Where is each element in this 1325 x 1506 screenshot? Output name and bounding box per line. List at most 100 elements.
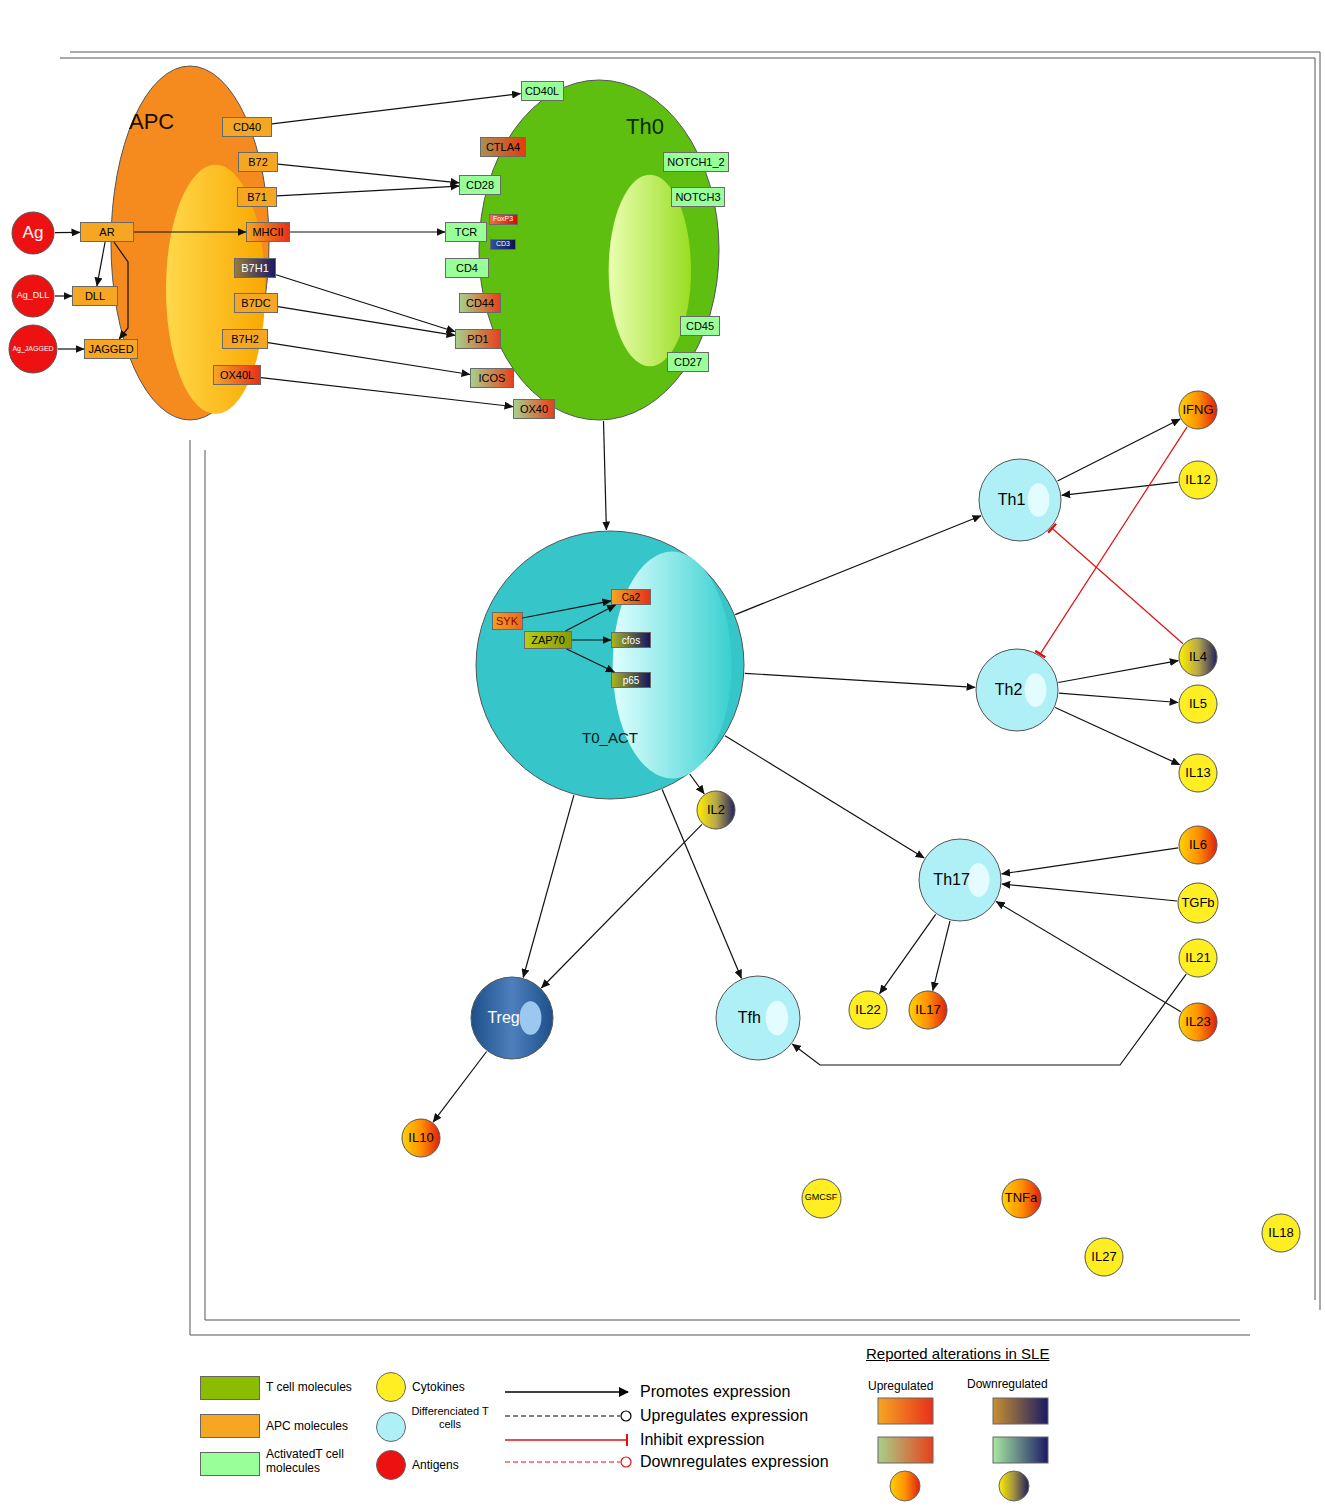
apc-cell: APCCD40B72B71MHCIIB7H1B7DCB7H2OX40L	[110, 65, 270, 421]
node-label: IL12	[1185, 473, 1210, 487]
apc-molecule: B7DC	[234, 293, 278, 313]
promote-connector	[1058, 661, 1178, 683]
outline-shape	[1179, 685, 1217, 723]
legend-line-samples	[505, 1392, 631, 1467]
t-cell-molecule: NOTCH1_2	[663, 152, 729, 172]
node-label: GMCSF	[805, 1193, 838, 1203]
promote-connector	[735, 516, 981, 615]
node-label: Ag_DLL	[17, 291, 50, 301]
node-label: T0_ACT	[582, 730, 638, 747]
t-cell-molecule: CD45	[680, 316, 720, 336]
node-label: CTLA4	[486, 141, 520, 153]
legend-swatch	[200, 1376, 260, 1400]
cytokine-circle: IL4	[1178, 637, 1218, 677]
nucleus	[968, 863, 990, 897]
node-label: Th0	[626, 115, 664, 139]
promote-connector	[933, 921, 950, 991]
promote-connector	[880, 914, 936, 993]
legend-text: Downregulates expression	[640, 1453, 829, 1471]
node-label: DLL	[85, 290, 105, 302]
node-label: IL10	[408, 1131, 433, 1145]
legend-swatch	[376, 1412, 406, 1442]
apc-molecule: CD40	[222, 117, 272, 137]
signaling-molecule: cfos	[611, 632, 651, 648]
sle-swatches	[878, 1398, 1048, 1501]
outline-shape	[1179, 939, 1217, 977]
apc-molecule: B72	[238, 152, 278, 172]
promote-connector	[290, 231, 445, 232]
node-label: MHCII	[252, 226, 283, 238]
legend-text: Antigens	[412, 1459, 459, 1473]
t-cell-molecule: CD27	[667, 352, 709, 372]
node-label: FoxP3	[493, 215, 513, 223]
node-label: SYK	[496, 615, 518, 627]
node-label: Th1	[998, 491, 1026, 509]
outline-shape	[402, 1119, 440, 1157]
promote-connector	[55, 232, 80, 234]
cytokine-circle: IL12	[1178, 460, 1218, 500]
promote-connector	[1002, 848, 1179, 874]
t-cell-circle: Th1	[978, 458, 1062, 542]
outline-shape	[1179, 826, 1217, 864]
cytokine-circle: IL2	[696, 790, 736, 830]
promote-connector	[996, 902, 1181, 1012]
t-cell-circle: Th17	[918, 838, 1002, 922]
apc-molecule: MHCII	[246, 222, 290, 242]
apc-molecule: JAGGED	[84, 339, 138, 359]
node-label: IL27	[1091, 1250, 1116, 1264]
t-cell-circle: Tfh	[715, 975, 801, 1061]
antigen-circle: Ag	[11, 211, 55, 255]
outline-shape	[471, 977, 553, 1059]
node-label: CD27	[674, 356, 702, 368]
node-label: Ca2	[622, 592, 640, 603]
t-cell-molecule: PD1	[455, 329, 501, 349]
t-cell-molecule: OX40	[513, 399, 555, 419]
node-label: CD28	[466, 179, 494, 191]
t-cell-molecule: CD40L	[521, 81, 564, 101]
outline-shape	[479, 80, 719, 420]
inhibit-connector	[1040, 427, 1187, 655]
node-label: CD4	[456, 262, 478, 274]
node-label: TCR	[455, 226, 478, 238]
outline-shape	[1179, 1003, 1217, 1041]
t-cell-molecule: ICOS	[470, 368, 514, 388]
promote-connector	[277, 186, 459, 196]
legend-swatch	[200, 1414, 260, 1438]
t-cell-molecule: CD28	[459, 175, 501, 195]
node-label: CD45	[686, 320, 714, 332]
node-label: IL13	[1185, 766, 1210, 780]
node-label: IL2	[707, 803, 725, 817]
node-label: ZAP70	[531, 634, 565, 646]
outline-shape	[476, 531, 744, 799]
apc-molecule: DLL	[72, 286, 118, 306]
promote-connector	[690, 774, 705, 794]
outline-shape	[697, 791, 735, 829]
t-cell-circle: Th2	[975, 648, 1059, 732]
outline-shape	[1179, 754, 1217, 792]
cytokine-circle: IL18	[1261, 1213, 1301, 1253]
node-label: Th2	[995, 681, 1023, 699]
cytokine-circle: GMCSF	[801, 1178, 842, 1219]
treg-cell: Treg	[470, 976, 554, 1060]
outline-shape	[979, 459, 1061, 541]
node-label: NOTCH1_2	[667, 156, 724, 168]
promote-connector	[58, 348, 84, 349]
legend-text: APC molecules	[266, 1420, 348, 1434]
node-label: CD40L	[525, 85, 559, 97]
outline-shape	[12, 275, 54, 317]
t-cell-molecule: FoxP3	[489, 214, 518, 225]
promote-connector	[1002, 884, 1177, 901]
promote-connector	[1059, 693, 1178, 702]
legend-text: Promotes expression	[640, 1383, 790, 1401]
legend-text: Cytokines	[412, 1381, 465, 1395]
node-label: Ag	[23, 224, 44, 243]
legend-heading: Reported alterations in SLE	[866, 1345, 1049, 1362]
cytokine-circle: IL22	[848, 990, 888, 1030]
node-label: IL17	[915, 1003, 940, 1017]
node-label: B7H1	[241, 262, 269, 274]
node-label: B72	[248, 156, 268, 168]
cytokine-circle: IL17	[908, 990, 948, 1030]
legend-swatch	[200, 1452, 260, 1476]
node-label: B7DC	[241, 297, 270, 309]
